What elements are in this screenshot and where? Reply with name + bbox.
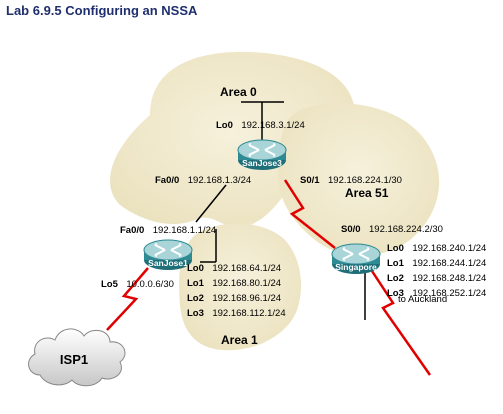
serial-link-sanjose3-singapore (283, 179, 336, 249)
page-title: Lab 6.9.5 Configuring an NSSA (6, 3, 198, 18)
singapore-loopback-list: Lo0 192.168.240.1/24 Lo1 192.168.244.1/2… (387, 238, 486, 300)
cloud-icon (28, 328, 126, 387)
isp1-cloud[interactable]: ISP1 (28, 328, 126, 387)
interface-address: 192.168.64.1/24 (212, 263, 281, 274)
interface-address: 192.168.224.2/30 (369, 224, 443, 235)
sanjose1-lo0-label: Lo0 192.168.64.1/24 (187, 258, 281, 275)
interface-name: S0/1 (300, 175, 320, 186)
ethernet-link-sanjose3-sanjose1 (195, 184, 227, 223)
sanjose3-lo0-label: Lo0 192.168.3.1/24 (216, 115, 305, 132)
interface-name: Fa0/0 (120, 225, 144, 236)
area-51-label: Area 51 (345, 186, 389, 200)
to-auckland-label: to Auckland (398, 294, 447, 305)
area-0-region (110, 51, 356, 228)
sanjose1-lo1-label: Lo1 192.168.80.1/24 (187, 273, 281, 290)
interface-address: 192.168.96.1/24 (212, 293, 281, 304)
interface-name: Lo1 (187, 278, 205, 289)
interface-address: 10.0.0.6/30 (126, 279, 174, 290)
sanjose1-lo3-label: Lo3 192.168.112.1/24 (187, 303, 286, 320)
singapore-s00-label: S0/0 192.168.224.2/30 (341, 219, 443, 236)
sanjose1-fa00-label: Fa0/0 192.168.1.1/24 (120, 220, 216, 237)
interface-name: Lo2 (187, 293, 204, 304)
router-singapore[interactable]: Singapore (331, 243, 381, 275)
interface-name: S0/0 (341, 224, 361, 235)
interface-address: 192.168.252.1/24 (412, 288, 486, 299)
singapore-lo0-label: Lo0 192.168.240.1/24 (387, 238, 486, 255)
router-sanjose3[interactable]: SanJose3 (237, 139, 287, 171)
singapore-lo1-label: Lo1 192.168.244.1/24 (387, 253, 486, 270)
area-1-region (179, 223, 302, 351)
serial-link-singapore-auckland (368, 267, 432, 376)
interface-name: Lo1 (387, 258, 405, 269)
sanjose3-loopback-bar (241, 101, 284, 140)
sanjose1-loopback-bar (200, 229, 217, 263)
isp1-label: ISP1 (60, 352, 88, 367)
interface-name: Lo5 (101, 279, 119, 290)
router-sanjose1-name: SanJose1 (148, 258, 188, 268)
interface-address: 192.168.3.1/24 (241, 120, 304, 131)
serial-link-sanjose1-isp1 (106, 267, 149, 331)
interface-address: 192.168.112.1/24 (212, 308, 285, 319)
area-51-region (277, 103, 440, 256)
interface-address: 192.168.248.1/24 (412, 273, 486, 284)
sanjose1-loopback-list: Lo0 192.168.64.1/24 Lo1 192.168.80.1/24 … (187, 258, 286, 320)
sanjose3-fa00-label: Fa0/0 192.168.1.3/24 (155, 170, 251, 187)
area-1-label: Area 1 (221, 333, 258, 347)
interface-address: 192.168.1.1/24 (153, 225, 216, 236)
interface-address: 192.168.224.1/30 (328, 175, 402, 186)
singapore-lo3-label: Lo3 192.168.252.1/24 (387, 283, 486, 300)
router-sanjose3-name: SanJose3 (242, 158, 282, 168)
sanjose1-lo2-label: Lo2 192.168.96.1/24 (187, 288, 281, 305)
interface-name: Lo0 (187, 263, 204, 274)
interface-name: Lo3 (387, 288, 404, 299)
area-0-label: Area 0 (220, 85, 257, 99)
interface-name: Lo0 (216, 120, 233, 131)
interface-name: Lo2 (387, 273, 404, 284)
interface-address: 192.168.244.1/24 (412, 258, 486, 269)
sanjose1-lo5-label: Lo5 10.0.0.6/30 (101, 274, 174, 291)
interface-address: 192.168.240.1/24 (412, 243, 486, 254)
interface-name: Lo3 (187, 308, 204, 319)
router-singapore-name: Singapore (335, 262, 377, 272)
router-sanjose1[interactable]: SanJose1 (143, 239, 193, 271)
singapore-lo2-label: Lo2 192.168.248.1/24 (387, 268, 486, 285)
interface-name: Fa0/0 (155, 175, 179, 186)
interface-address: 192.168.1.3/24 (188, 175, 251, 186)
interface-name: Lo0 (387, 243, 404, 254)
sanjose3-s01-label: S0/1 192.168.224.1/30 (300, 170, 402, 187)
interface-address: 192.168.80.1/24 (212, 278, 281, 289)
